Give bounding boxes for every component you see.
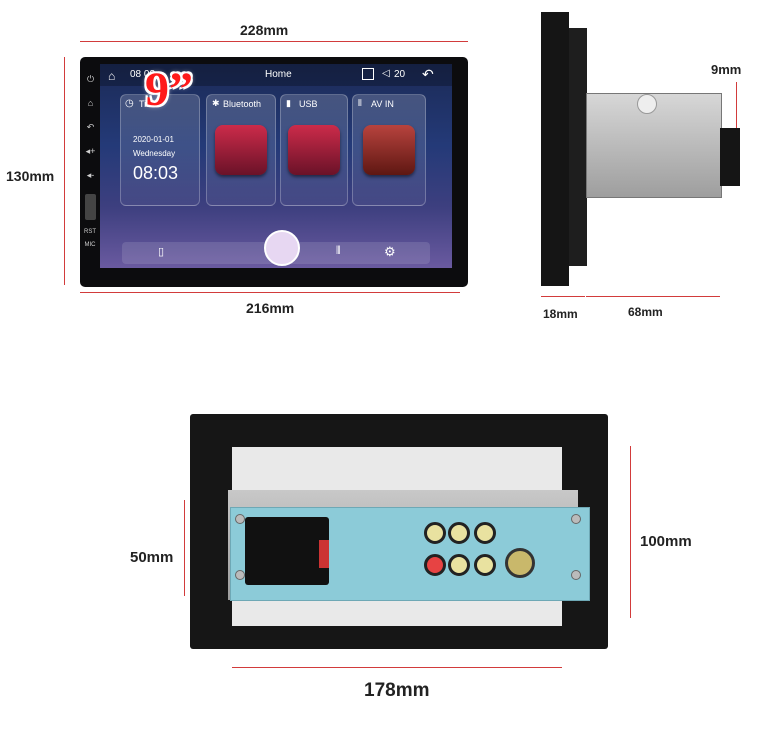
rear-connector-board [230,507,590,601]
usb-icon: ▮ [286,98,291,108]
sticker [637,94,657,114]
screw [235,570,245,580]
volume-down-icon[interactable]: ◂- [86,170,95,180]
dimension-line-bottom [80,292,460,293]
screw [571,514,581,524]
dimension-line-chassis-depth [586,296,720,297]
date-text: 2020-01-01 [133,135,174,144]
bluetooth-card[interactable]: ✱ Bluetooth [206,94,276,206]
dimension-front-width-bottom: 216mm [246,300,295,316]
bluetooth-tile [215,125,267,175]
rca-socket [424,554,446,576]
rca-socket [474,554,496,576]
dimension-line-top [80,41,468,42]
dimension-rear-width: 178mm [364,680,430,701]
back-icon[interactable]: ↶ [86,122,95,132]
dimension-line-rear-height [630,446,631,618]
rear-plate-bottom [232,596,562,626]
mic-label: MIC [84,242,96,248]
dimension-line-rear-width [232,667,562,668]
home-icon[interactable]: ⌂ [108,69,116,83]
dimension-rear-height: 100mm [640,533,692,550]
iso-connector [245,517,329,585]
iso-connector-tab [319,540,329,568]
reset-label: RST [84,229,96,235]
side-view-chassis [586,93,722,198]
antenna-socket [505,548,535,578]
side-view-front-panel [541,12,569,286]
screen-size-badge: 9” [145,63,193,116]
power-icon[interactable]: ⏻ [86,74,95,84]
rca-icon[interactable]: ⫴ [336,245,341,257]
dimension-chassis-depth: 68mm [628,305,663,319]
dimension-line-connector [736,82,737,128]
dimension-front-width-top: 228mm [240,22,289,38]
dimension-line-left [64,57,65,285]
dimension-connector-depth: 9mm [711,62,742,77]
status-title: Home [265,69,292,80]
side-view-rail [569,28,587,266]
screw [235,514,245,524]
status-volume: 20 [394,69,406,80]
display-screen: ⌂ 08 03 Home ◁ 20 ↶ ◷ Time 2020-01-01 We… [100,64,452,268]
bluetooth-card-label: Bluetooth [223,99,262,109]
av-in-card-label: AV IN [371,99,394,109]
apps-button[interactable] [264,230,300,266]
dimension-line-front-depth [541,296,585,297]
bluetooth-icon: ✱ [212,98,220,108]
usb-port-icon [85,194,96,220]
dimension-front-height: 130mm [6,168,55,184]
speaker-icon[interactable]: ◁ [382,68,390,79]
clock-text: 08:03 [133,163,179,183]
volume-up-icon[interactable]: ◂+ [85,146,96,156]
status-time: 08 03 [130,69,156,80]
usb-tile [288,125,340,175]
dimension-front-depth: 18mm [543,307,578,321]
side-button-column: ⏻ ⌂ ↶ ◂+ ◂- RST MIC [82,62,98,282]
rca-socket [474,522,496,544]
rear-plate-top [232,447,562,495]
rca-socket [448,522,470,544]
usb-icon[interactable]: ▯ [158,246,165,258]
dimension-line-rear-chassis [184,500,185,596]
screw [571,570,581,580]
screen-mode-icon[interactable] [362,68,374,80]
av-in-card[interactable]: ⫴ AV IN [352,94,426,206]
home-icon[interactable]: ⌂ [87,98,94,108]
rca-icon: ⫴ [358,98,362,108]
back-icon[interactable]: ↶ [422,66,434,82]
rca-socket [424,522,446,544]
time-card-label: Time [139,99,159,109]
usb-card-label: USB [299,99,318,109]
time-card[interactable]: ◷ Time 2020-01-01 Wednesday 08:03 [120,94,200,206]
av-in-tile [363,125,415,175]
dimension-rear-chassis-height: 50mm [130,549,174,566]
rca-socket [448,554,470,576]
bottom-dock: ▯ ⫴ ⚙ [122,230,430,266]
settings-icon[interactable]: ⚙ [384,244,396,259]
usb-card[interactable]: ▮ USB [280,94,348,206]
clock-icon: ◷ [125,98,134,109]
side-view-connector [720,128,740,186]
status-bar: ⌂ 08 03 Home ◁ 20 ↶ [100,64,452,86]
weekday-text: Wednesday [133,149,176,158]
